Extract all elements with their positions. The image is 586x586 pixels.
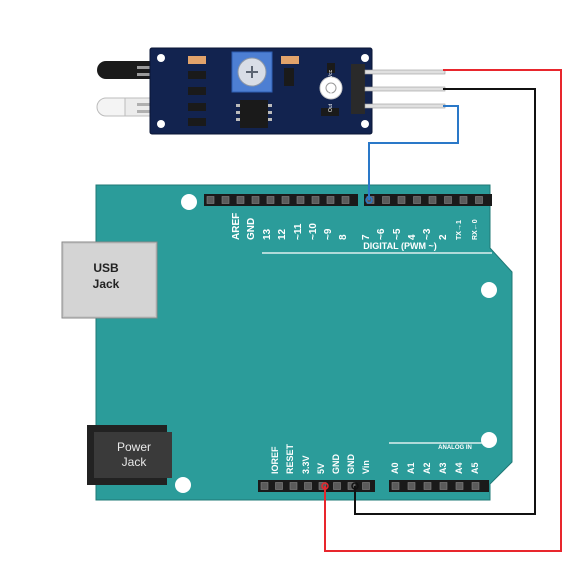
header-pin xyxy=(221,196,230,204)
header-pin xyxy=(362,482,370,490)
analog-pin-label: A4 xyxy=(454,462,464,474)
header-pin xyxy=(471,482,480,490)
digital-pin-label: ~5 xyxy=(392,228,403,240)
mounting-hole xyxy=(157,120,165,128)
power-pin-label: Vin xyxy=(361,460,371,474)
sensor-pin-label: Gnd xyxy=(328,86,334,96)
power-pin-label: RESET xyxy=(285,443,295,474)
header-pin xyxy=(260,482,269,490)
power-pin-label: GND xyxy=(346,454,356,475)
header-pin xyxy=(296,196,305,204)
header-pin xyxy=(407,482,416,490)
ir-receiver-led xyxy=(97,61,153,79)
analog-pin-label: A1 xyxy=(406,462,416,474)
sensor-pin-label: Vcc xyxy=(328,69,334,78)
digital-pin-label: TX→1 xyxy=(456,220,463,240)
wire-signal-end xyxy=(365,196,373,204)
digital-pin-label: ~10 xyxy=(308,223,319,240)
header-pin xyxy=(304,482,312,490)
comparator-ic xyxy=(236,100,272,128)
digital-pin-label: ~3 xyxy=(422,228,433,240)
mounting-hole xyxy=(157,54,165,62)
digital-pin-label: 2 xyxy=(438,234,449,240)
header-pin xyxy=(459,196,468,204)
digital-header-right xyxy=(364,194,492,206)
digital-pin-label: 4 xyxy=(407,234,418,240)
digital-header-left xyxy=(204,194,358,206)
header-pin xyxy=(333,482,341,490)
header-pin xyxy=(397,196,406,204)
pcb-mount-pad xyxy=(319,76,343,100)
ir-sensor-module: Out Gnd Vcc xyxy=(96,47,446,135)
usb-jack-label-line2: Jack xyxy=(93,277,120,291)
power-jack-label-line2: Jack xyxy=(122,455,148,469)
header-pin xyxy=(281,196,290,204)
header-pin xyxy=(382,196,390,204)
header-pin xyxy=(251,196,260,204)
wire-signal xyxy=(368,105,459,200)
header-pin xyxy=(341,196,350,204)
sensor-pins xyxy=(364,69,446,109)
header-pin xyxy=(444,196,452,204)
wire-ground xyxy=(354,88,536,515)
mounting-hole xyxy=(361,54,369,62)
header-pin xyxy=(266,196,275,204)
analog-pin-label: A0 xyxy=(390,462,400,474)
power-pin-label: 3.3V xyxy=(301,455,311,474)
digital-pin-label: ~6 xyxy=(376,228,387,240)
power-pin-label: IOREF xyxy=(270,446,280,474)
digital-pin-label: 8 xyxy=(338,234,349,240)
header-pin xyxy=(366,196,375,204)
header-pin xyxy=(311,196,320,204)
power-pin-label: GND xyxy=(331,454,341,475)
digital-pin-label: RX←0 xyxy=(472,219,479,240)
usb-jack: USB Jack xyxy=(61,241,158,319)
header-pin xyxy=(423,482,432,490)
header-pin xyxy=(428,196,437,204)
usb-jack-label-line1: USB xyxy=(93,261,119,275)
analog-caption: ANALOG IN xyxy=(438,445,472,451)
header-pin xyxy=(236,196,245,204)
header-pin xyxy=(275,482,283,490)
header-pin xyxy=(413,196,421,204)
mounting-hole xyxy=(481,282,497,298)
sensor-pin-label: Out xyxy=(328,103,334,112)
analog-pin-label: A5 xyxy=(470,462,480,474)
digital-pin-label: 7 xyxy=(361,234,372,240)
mounting-hole xyxy=(361,120,369,128)
digital-pin-label: ~9 xyxy=(323,228,334,240)
potentiometer xyxy=(231,51,273,93)
analog-pin-label: A3 xyxy=(438,462,448,474)
digital-pin-label: 13 xyxy=(262,228,273,240)
power-jack: Power Jack xyxy=(87,425,172,485)
wire-power-end xyxy=(321,482,329,490)
smd-resistors xyxy=(188,56,339,126)
mounting-hole xyxy=(181,194,197,210)
wire-power xyxy=(324,69,562,552)
analog-header xyxy=(389,480,489,492)
smd-capacitor xyxy=(327,63,335,73)
mounting-hole xyxy=(175,477,191,493)
digital-pin-label: 12 xyxy=(277,228,288,240)
digital-pin-label: AREF xyxy=(231,213,242,240)
header-pin xyxy=(326,196,335,204)
ir-emitter-led xyxy=(96,97,153,117)
mounting-hole xyxy=(481,432,497,448)
analog-pin-label: A2 xyxy=(422,462,432,474)
header-pin xyxy=(206,196,215,204)
header-pin xyxy=(455,482,464,490)
wire-ground-end xyxy=(351,482,359,490)
header-pin xyxy=(289,482,298,490)
header-pin xyxy=(439,482,448,490)
header-pin xyxy=(391,482,400,490)
digital-pin-label: GND xyxy=(246,218,257,240)
digital-caption: DIGITAL (PWM ~) xyxy=(363,241,436,251)
power-pin-label: 5V xyxy=(316,463,326,474)
header-pin xyxy=(475,196,483,204)
sensor-pin-header xyxy=(351,64,365,114)
digital-pin-label: ~11 xyxy=(293,223,304,240)
power-jack-label-line1: Power xyxy=(117,440,151,454)
